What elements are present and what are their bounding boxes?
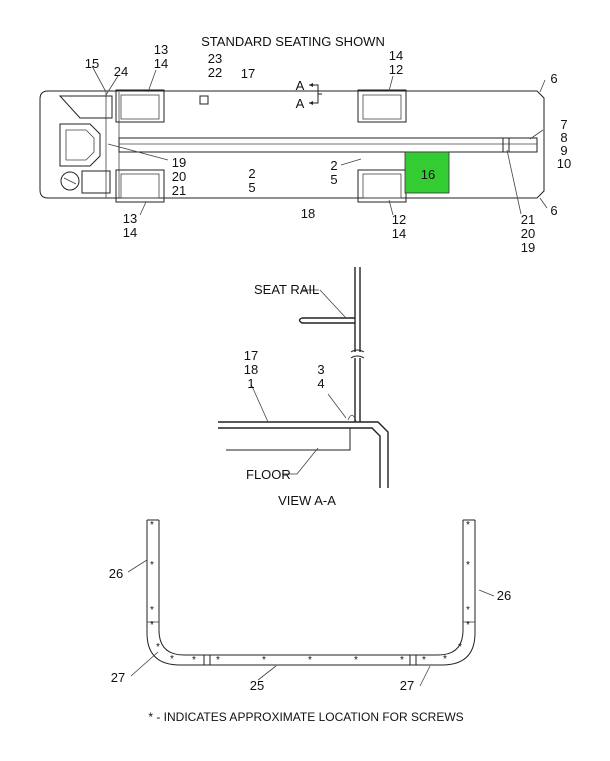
screw-mark: * (466, 620, 470, 631)
callout-21-left: 21 (172, 183, 186, 198)
screw-mark: * (216, 655, 220, 666)
screw-mark: * (443, 654, 447, 665)
highlighted-part-label: 16 (421, 167, 435, 182)
callout-2-rear: 2 (330, 158, 337, 173)
callout-5-rear: 5 (330, 172, 337, 187)
plan-view: 16 A A (39, 65, 548, 216)
callout-1-section: 1 (247, 376, 254, 391)
screw-mark: * (262, 655, 266, 666)
callout-14-bottom: 14 (123, 225, 137, 240)
callout-9: 9 (560, 143, 567, 158)
center-aisle (118, 137, 538, 153)
screw-mark: * (354, 655, 358, 666)
seat-front-left (115, 89, 165, 123)
screw-footnote: * - INDICATES APPROXIMATE LOCATION FOR S… (148, 710, 463, 724)
callout-22: 22 (208, 65, 222, 80)
callout-25: 25 (250, 678, 264, 693)
screw-mark: * (466, 605, 470, 616)
callout-12-rear-top: 12 (389, 62, 403, 77)
trim-inner (158, 520, 464, 656)
callout-8: 8 (560, 130, 567, 145)
callout-18-section: 18 (244, 362, 258, 377)
section-mark-bottom: A (296, 96, 305, 111)
callout-17: 17 (241, 66, 255, 81)
callout-19-left: 19 (172, 155, 186, 170)
callout-26-right: 26 (497, 588, 511, 603)
screw-mark: * (150, 560, 154, 571)
callout-27-right: 27 (400, 678, 414, 693)
callout-14-top: 14 (154, 56, 168, 71)
callout-5-mid: 5 (248, 180, 255, 195)
screw-mark: * (192, 655, 196, 666)
screw-mark: * (400, 655, 404, 666)
trim-callouts: 26 26 27 25 27 (109, 566, 511, 693)
trim-leaders (127, 559, 495, 687)
screw-mark: * (466, 560, 470, 571)
screw-markers: * * * * * * * * * * * * * * * * * * * (150, 520, 470, 666)
callout-14-rear-bottom: 14 (392, 226, 406, 241)
steering-wheel (58, 95, 113, 119)
callout-4-section: 4 (317, 376, 324, 391)
callout-18: 18 (301, 206, 315, 221)
callout-24: 24 (114, 64, 128, 79)
control-panel (59, 123, 101, 167)
section-mark-top: A (296, 78, 305, 93)
trim-view (146, 519, 476, 666)
callout-10: 10 (557, 156, 571, 171)
screw-mark: * (150, 620, 154, 631)
callout-3-section: 3 (317, 362, 324, 377)
callout-23: 23 (208, 51, 222, 66)
screw-mark: * (458, 642, 462, 653)
callout-17-section: 17 (244, 348, 258, 363)
callout-14-rear-top: 14 (389, 48, 403, 63)
callout-20-left: 20 (172, 169, 186, 184)
highlighted-part-16[interactable] (404, 151, 450, 194)
driver-seat-knob (60, 171, 80, 191)
callout-13-top: 13 (154, 42, 168, 57)
screw-mark: * (422, 655, 426, 666)
callout-12-rear-bottom: 12 (392, 212, 406, 227)
floor-label: FLOOR (246, 467, 291, 482)
callout-6-bottom: 6 (550, 203, 557, 218)
section-view (218, 267, 389, 488)
screw-mark: * (308, 655, 312, 666)
screw-mark: * (466, 520, 470, 531)
trim-outer (146, 520, 476, 666)
seat-rail-label: SEAT RAIL (254, 282, 319, 297)
seat-rear-left (357, 89, 407, 123)
fixture-box (199, 95, 209, 105)
callout-7: 7 (560, 117, 567, 132)
callout-6-top: 6 (550, 71, 557, 86)
seat-front-right (115, 169, 165, 203)
diagram-title: STANDARD SEATING SHOWN (201, 34, 385, 49)
plan-callouts: 15 24 13 14 23 22 17 14 12 6 7 8 9 10 19… (85, 42, 571, 255)
callout-2-mid: 2 (248, 166, 255, 181)
view-caption: VIEW A-A (278, 493, 336, 508)
callout-13-bottom: 13 (123, 211, 137, 226)
callout-21-right: 21 (521, 212, 535, 227)
callout-27-left: 27 (111, 670, 125, 685)
screw-mark: * (156, 642, 160, 653)
section-callouts: SEAT RAIL 17 18 1 3 4 FLOOR VIEW A-A (244, 282, 336, 508)
callout-15: 15 (85, 56, 99, 71)
screw-mark: * (150, 605, 154, 616)
screw-mark: * (150, 520, 154, 531)
screw-mark: * (170, 654, 174, 665)
callout-20-right: 20 (521, 226, 535, 241)
callout-19-right: 19 (521, 240, 535, 255)
seat-rear-right (357, 169, 407, 203)
callout-26-left: 26 (109, 566, 123, 581)
